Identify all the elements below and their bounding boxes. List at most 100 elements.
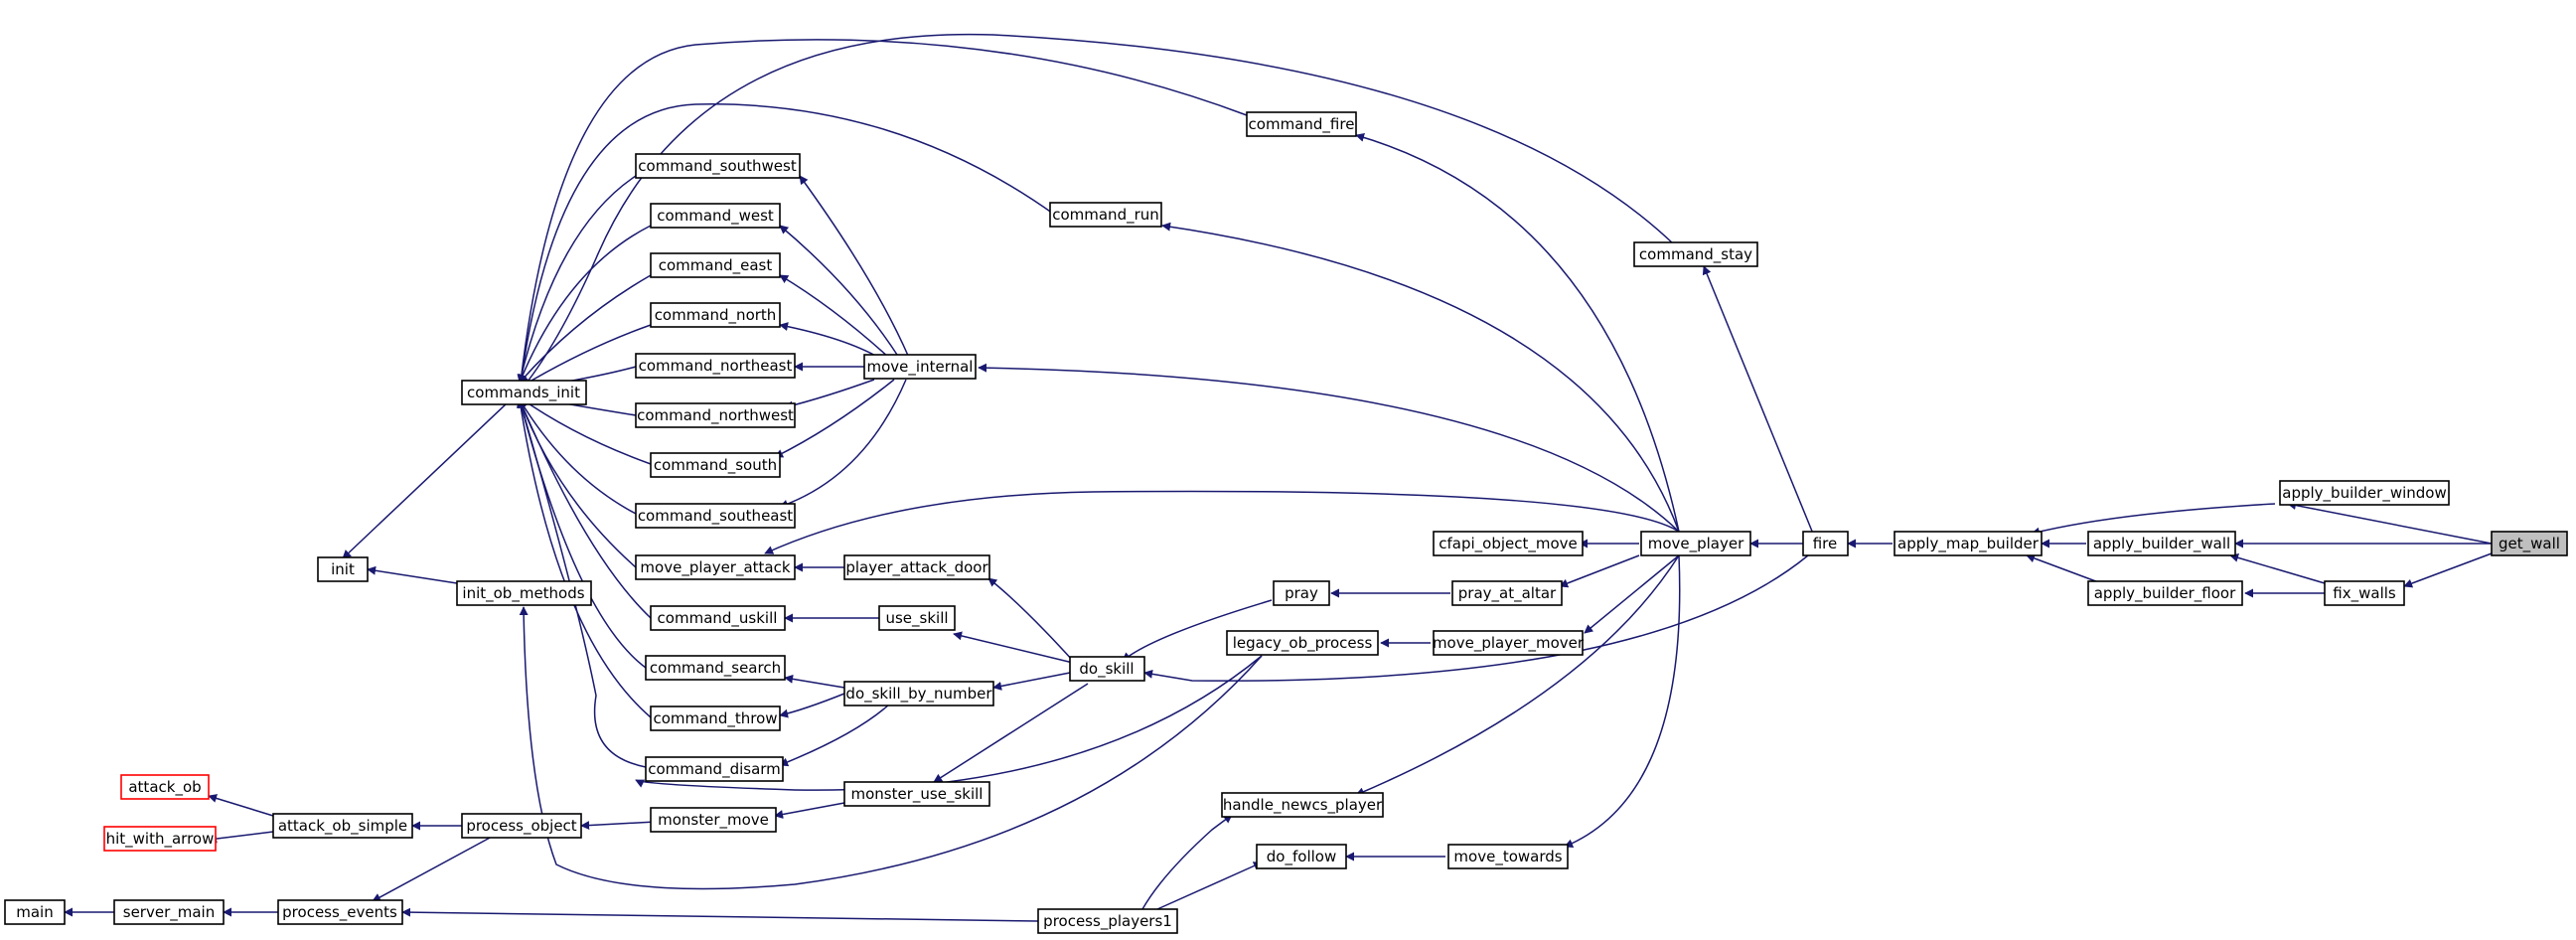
node-command_disarm-label: command_disarm bbox=[648, 760, 781, 779]
node-move_player_mover[interactable]: move_player_mover bbox=[1433, 630, 1585, 656]
edge-move_internal-command_north bbox=[779, 322, 880, 359]
node-apply_builder_wall[interactable]: apply_builder_wall bbox=[2087, 531, 2236, 556]
node-monster_move-label: monster_move bbox=[658, 811, 769, 830]
node-move_player_mover-label: move_player_mover bbox=[1433, 634, 1585, 653]
node-handle_newcs_player[interactable]: handle_newcs_player bbox=[1221, 792, 1384, 818]
node-apply_builder_window[interactable]: apply_builder_window bbox=[2279, 480, 2450, 506]
node-command_disarm[interactable]: command_disarm bbox=[645, 756, 784, 782]
node-attack_ob_simple[interactable]: attack_ob_simple bbox=[272, 813, 413, 839]
node-command_throw[interactable]: command_throw bbox=[650, 705, 781, 731]
node-apply_builder_floor[interactable]: apply_builder_floor bbox=[2087, 580, 2243, 606]
node-fire[interactable]: fire bbox=[1802, 531, 1849, 556]
node-command_east-label: command_east bbox=[659, 256, 773, 275]
node-apply_builder_wall-label: apply_builder_wall bbox=[2093, 535, 2230, 553]
node-command_search[interactable]: command_search bbox=[645, 655, 786, 681]
node-use_skill[interactable]: use_skill bbox=[878, 605, 956, 631]
edge-command_east-commands_init bbox=[519, 274, 652, 384]
node-move_internal[interactable]: move_internal bbox=[863, 354, 977, 380]
node-init_ob_methods[interactable]: init_ob_methods bbox=[456, 580, 592, 606]
node-cfapi_object_move[interactable]: cfapi_object_move bbox=[1433, 531, 1584, 556]
node-command_stay[interactable]: command_stay bbox=[1633, 241, 1758, 267]
node-process_object[interactable]: process_object bbox=[461, 813, 582, 839]
node-command_east[interactable]: command_east bbox=[650, 252, 781, 278]
node-command_uskill[interactable]: command_uskill bbox=[650, 605, 786, 631]
node-fix_walls[interactable]: fix_walls bbox=[2324, 580, 2405, 606]
node-monster_use_skill-label: monster_use_skill bbox=[851, 785, 984, 804]
node-process_object-label: process_object bbox=[466, 817, 576, 836]
node-commands_init[interactable]: commands_init bbox=[461, 380, 587, 405]
node-use_skill-label: use_skill bbox=[885, 609, 948, 628]
node-command_west[interactable]: command_west bbox=[650, 203, 781, 229]
node-legacy_ob_process[interactable]: legacy_ob_process bbox=[1226, 630, 1379, 656]
node-command_southeast[interactable]: command_southeast bbox=[635, 503, 796, 529]
edge-do_skill_by_number-command_throw bbox=[779, 693, 845, 718]
node-command_northwest[interactable]: command_northwest bbox=[635, 402, 796, 428]
node-command_northeast-label: command_northeast bbox=[639, 357, 793, 376]
node-move_towards[interactable]: move_towards bbox=[1447, 844, 1569, 869]
edge-move_player-move_player_mover bbox=[1584, 554, 1680, 634]
node-command_northeast[interactable]: command_northeast bbox=[635, 353, 796, 379]
node-pray-label: pray bbox=[1285, 584, 1318, 602]
node-command_north[interactable]: command_north bbox=[650, 302, 781, 328]
edge-do_skill-monster_use_skill bbox=[933, 683, 1089, 783]
node-apply_map_builder[interactable]: apply_map_builder bbox=[1894, 531, 2043, 556]
node-server_main-label: server_main bbox=[123, 903, 215, 922]
node-init_ob_methods-label: init_ob_methods bbox=[462, 584, 584, 603]
node-do_skill-label: do_skill bbox=[1079, 660, 1134, 679]
node-process_events[interactable]: process_events bbox=[277, 899, 403, 925]
node-get_wall: get_wall bbox=[2491, 531, 2568, 556]
edge-fix_walls-apply_builder_wall bbox=[2229, 552, 2326, 584]
edge-fire-do_skill bbox=[1143, 554, 1809, 682]
edge-legacy_ob_process-init_ob_methods bbox=[519, 606, 1263, 890]
edge-move_player-command_fire bbox=[1355, 132, 1680, 533]
edge-fire-command_stay bbox=[1702, 265, 1814, 535]
node-command_northwest-label: command_northwest bbox=[637, 406, 794, 425]
node-cfapi_object_move-label: cfapi_object_move bbox=[1439, 535, 1578, 553]
edge-do_skill-player_attack_door bbox=[987, 577, 1074, 662]
node-command_run[interactable]: command_run bbox=[1049, 202, 1162, 228]
edge-process_object-process_events bbox=[372, 836, 493, 902]
node-main[interactable]: main bbox=[4, 899, 66, 925]
edge-attack_ob_simple-attack_ob bbox=[208, 794, 274, 817]
node-attack_ob[interactable]: attack_ob bbox=[120, 774, 210, 800]
node-command_west-label: command_west bbox=[657, 207, 774, 226]
edge-do_skill-do_skill_by_number bbox=[992, 672, 1071, 691]
node-command_south[interactable]: command_south bbox=[650, 452, 781, 478]
node-command_uskill-label: command_uskill bbox=[658, 609, 778, 628]
nodes: get_wall apply_builder_window apply_buil… bbox=[4, 111, 2568, 934]
node-hit_with_arrow[interactable]: hit_with_arrow bbox=[103, 826, 217, 852]
node-command_southwest[interactable]: command_southwest bbox=[635, 153, 801, 179]
node-server_main[interactable]: server_main bbox=[113, 899, 225, 925]
node-fix_walls-label: fix_walls bbox=[2333, 584, 2396, 603]
node-pray_at_altar[interactable]: pray_at_altar bbox=[1451, 580, 1563, 606]
edge-process_players1-handle_newcs_player bbox=[1141, 814, 1233, 910]
node-process_players1[interactable]: process_players1 bbox=[1037, 908, 1178, 934]
edge-get_wall-apply_builder_window bbox=[2287, 501, 2493, 545]
edge-do_skill_by_number-command_disarm bbox=[779, 704, 890, 767]
edge-move_player-move_player_attack bbox=[764, 490, 1680, 554]
edge-do_skill-use_skill bbox=[953, 631, 1074, 664]
edge-apply_builder_floor-apply_map_builder bbox=[2026, 553, 2102, 584]
node-move_player[interactable]: move_player bbox=[1640, 531, 1751, 556]
edge-command_fire-commands_init bbox=[516, 39, 1248, 392]
node-init[interactable]: init bbox=[317, 556, 369, 582]
node-process_players1-label: process_players1 bbox=[1043, 912, 1172, 931]
node-command_fire[interactable]: command_fire bbox=[1246, 111, 1357, 137]
edge-process_players1-do_follow bbox=[1156, 862, 1263, 910]
node-commands_init-label: commands_init bbox=[467, 384, 580, 402]
node-move_player_attack[interactable]: move_player_attack bbox=[635, 554, 796, 580]
node-monster_move[interactable]: monster_move bbox=[650, 807, 777, 833]
node-command_south-label: command_south bbox=[654, 456, 777, 475]
node-do_follow[interactable]: do_follow bbox=[1256, 844, 1347, 869]
edges bbox=[64, 33, 2493, 922]
edge-command_southeast-commands_init bbox=[519, 398, 637, 515]
node-pray[interactable]: pray bbox=[1273, 580, 1330, 606]
node-legacy_ob_process-label: legacy_ob_process bbox=[1233, 634, 1373, 653]
node-do_skill_by_number[interactable]: do_skill_by_number bbox=[843, 681, 994, 706]
node-hit_with_arrow-label: hit_with_arrow bbox=[106, 830, 215, 849]
node-do_skill[interactable]: do_skill bbox=[1069, 656, 1145, 682]
edge-process_players1-process_events bbox=[401, 907, 1039, 922]
node-player_attack_door[interactable]: player_attack_door bbox=[843, 554, 990, 580]
node-monster_use_skill[interactable]: monster_use_skill bbox=[843, 781, 990, 807]
node-move_player-label: move_player bbox=[1648, 535, 1744, 553]
